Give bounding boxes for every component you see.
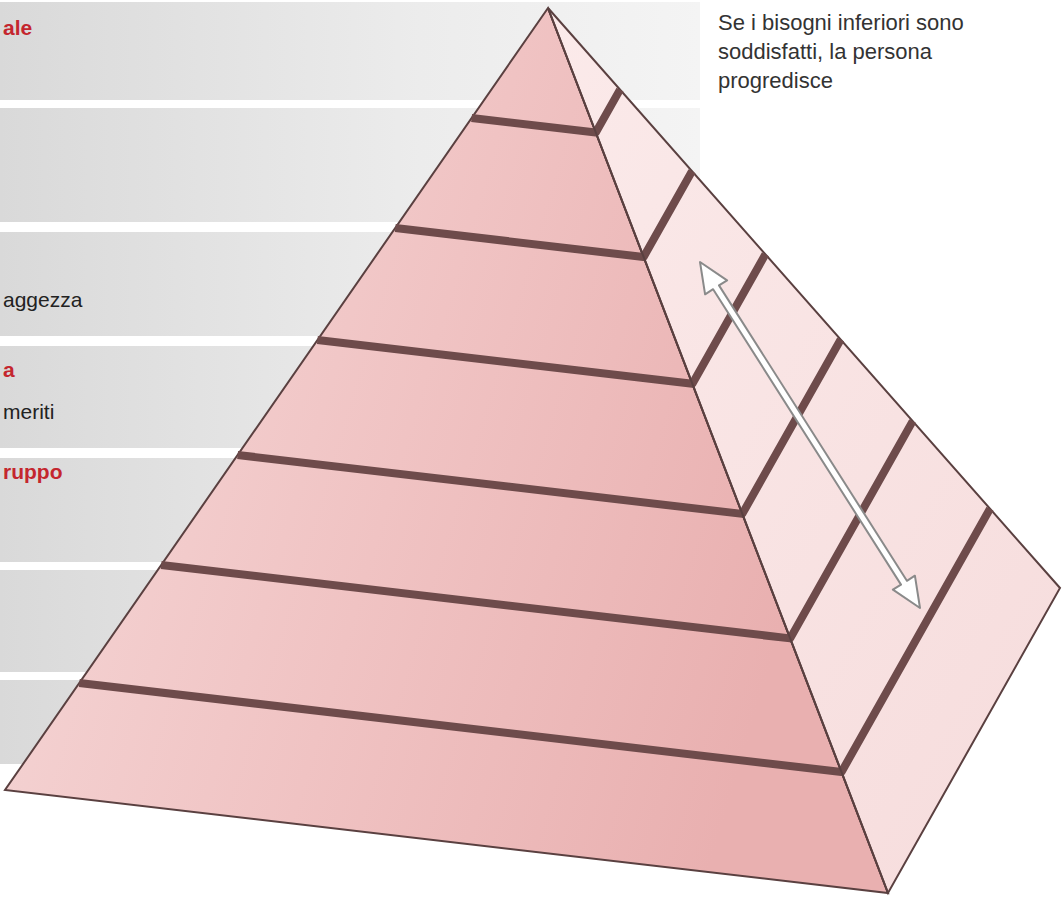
level-line <box>472 90 620 133</box>
level-title: ale <box>3 15 36 41</box>
level-line <box>317 254 765 383</box>
level-line <box>161 421 913 638</box>
level-title: ruppo <box>3 459 66 485</box>
level-band: aggezza <box>0 232 94 313</box>
double-arrow <box>700 262 920 608</box>
level-title: a <box>3 357 58 383</box>
level-lines <box>79 90 990 772</box>
level-band: ruppo <box>0 458 74 485</box>
level-line <box>79 509 990 772</box>
level-line <box>395 171 692 257</box>
level-line <box>238 340 841 514</box>
level-description: meriti <box>3 399 58 425</box>
level-band: a meriti <box>0 346 66 425</box>
level-description: aggezza <box>3 287 86 313</box>
pyramid-edge <box>548 8 888 893</box>
level-band: ale <box>0 2 44 41</box>
note-text: Se i bisogni inferiori sono soddisfatti,… <box>718 8 980 95</box>
pyramid-side-face <box>548 8 1060 893</box>
pyramid <box>5 8 1060 893</box>
